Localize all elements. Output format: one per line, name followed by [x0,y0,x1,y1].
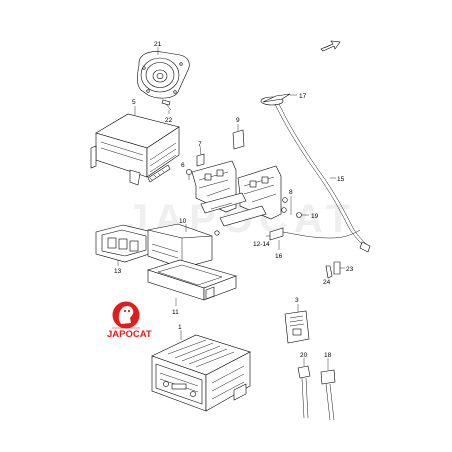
callout-21: 21 [154,41,162,48]
cable-tie-part-18 [320,358,336,421]
antenna-part-17 [260,93,297,106]
clip-part-7 [196,145,205,167]
callout-12-14: 12-14 [253,241,270,248]
screw-part-22 [161,99,172,111]
clip-part-24 [325,265,333,279]
connector-part-12-14 [266,227,284,241]
callout-16: 16 [275,253,283,260]
callout-24: 24 [323,279,331,286]
pocket-part-10 [147,223,213,269]
logo-text: JAPOCAT [107,329,152,340]
callout-1: 1 [178,324,182,331]
label-part-9 [232,129,245,150]
cable-part-16 [278,229,361,250]
audio-unit-part-5 [90,113,180,186]
callout-9: 9 [236,117,240,124]
callout-20: 20 [300,352,308,359]
radio-receiver-part-1 [151,334,251,412]
bracket-plate-part-10 [200,192,267,227]
manual-part-3 [284,310,310,344]
screw-part-6 [186,169,192,180]
callout-19: 19 [311,213,319,220]
bezel-part-13 [95,224,153,263]
japocat-logo: JAPOCAT [107,301,152,340]
front-direction-arrow-icon [320,40,341,52]
speaker-part-21 [137,51,190,99]
callout-15: 15 [337,176,345,183]
callout-11: 11 [172,309,179,316]
callout-8: 8 [289,189,293,196]
callout-23: 23 [346,266,354,273]
callout-22: 22 [165,117,173,124]
callout-17: 17 [299,93,307,100]
callout-7: 7 [198,141,202,148]
callout-5: 5 [132,99,136,106]
cable-tie-part-20 [297,358,311,419]
callout-10: 10 [179,218,187,225]
tray-part-11 [147,259,237,301]
callout-18: 18 [324,352,332,359]
callout-13: 13 [114,268,122,275]
screw-part-19 [296,212,309,218]
screw-part-4 [214,230,220,236]
antenna-cable-part-15 [274,103,371,253]
clip-part-23 [333,261,345,275]
callout-3: 3 [295,297,299,304]
callout-6: 6 [181,162,185,169]
screw-part-8 [281,196,292,215]
